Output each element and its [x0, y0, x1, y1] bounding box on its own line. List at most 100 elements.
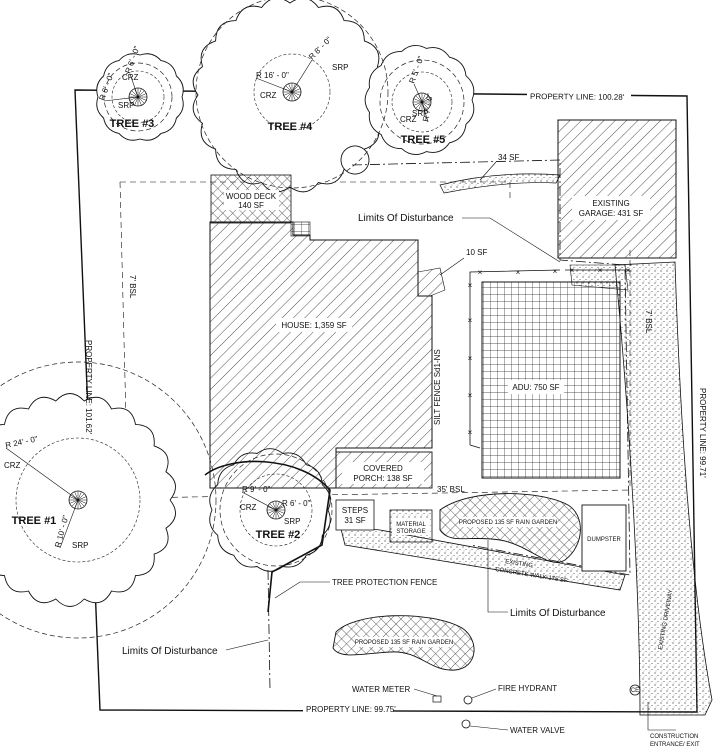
tree2-srp-ring — [239, 473, 313, 547]
silt-fence: × × × × × × × × × × × SILT FENCE Sd1-NS — [433, 266, 631, 449]
steps-area: 31 SF — [344, 516, 365, 525]
house: HOUSE: 1,359 SF — [209, 221, 433, 489]
rain-garden-upper-label: PROPOSED 135 SF RAIN GARDEN — [459, 520, 557, 526]
canopy-outline — [340, 145, 370, 175]
tree-fence-label: TREE PROTECTION FENCE — [332, 578, 437, 587]
adu-label: ADU: 750 SF — [512, 383, 559, 392]
tree5-srp-text: SRP — [412, 109, 428, 118]
silt-fence-marker-icon: × — [468, 281, 473, 290]
property-line-top: PROPERTY LINE: 100.28' — [530, 92, 625, 102]
silt-fence-marker-icon: × — [553, 267, 558, 276]
tree4-srp-ring — [253, 53, 331, 131]
adu: ADU: 750 SF — [481, 281, 621, 479]
construction-label-1: CONSTRUCTION — [650, 734, 698, 740]
tree-canopies — [0, 0, 475, 607]
tree1-srp-text: SRP — [72, 541, 88, 550]
lod-left-label: Limits Of Disturbance — [122, 646, 218, 657]
property-line-labels: PROPERTY LINE: 100.28' PROPERTY LINE: 10… — [84, 91, 707, 714]
porch-area: PORCH: 138 SF — [353, 474, 412, 483]
silt-fence-marker-icon: × — [570, 266, 575, 275]
callouts: Limits Of Disturbance Limits Of Disturba… — [122, 213, 700, 748]
garage-label: EXISTING — [592, 199, 629, 208]
water-valve-label: WATER VALVE — [510, 726, 565, 735]
tree1-crz-ring — [0, 361, 217, 639]
lod-mid-label: Limits Of Disturbance — [510, 608, 606, 619]
property-line-bottom: PROPERTY LINE: 99.75' — [306, 705, 396, 714]
ce-symbol — [629, 684, 641, 696]
tree4-crz-radius: R 16' - 0" — [256, 71, 289, 80]
silt-fence-marker-icon: × — [468, 391, 473, 400]
silt-fence-marker-icon: × — [516, 268, 521, 277]
existing-garage: EXISTING GARAGE: 431 SF — [557, 119, 677, 259]
tree4-label: TREE #4 — [268, 121, 314, 133]
fire-hydrant-symbol — [463, 695, 473, 705]
tree2-crz-text: CRZ — [240, 503, 257, 512]
tree3-srp-text: SRP — [118, 101, 134, 110]
material-storage: MATERIAL STORAGE — [389, 509, 433, 543]
bsl-right: 7' BSL — [644, 310, 653, 334]
walk-label-1: EXISTING — [505, 559, 534, 569]
tree5-crz-text: CRZ — [400, 115, 417, 124]
silt-fence-marker-icon: × — [468, 354, 473, 363]
tree5-crz-ring — [379, 59, 465, 145]
area-10sf-label: 10 SF — [466, 248, 487, 257]
steps-label: STEPS — [342, 506, 368, 515]
construction-label-2: ENTRANCE/ EXIT — [650, 742, 700, 748]
silt-fence-label: SILT FENCE Sd1-NS — [433, 349, 442, 425]
bsl-left: 7' BSL — [128, 275, 137, 299]
wood-deck: WOOD DECK 140 SF — [210, 174, 292, 224]
fire-hydrant-label: FIRE HYDRANT — [498, 684, 557, 693]
silt-fence-marker-icon: × — [478, 268, 483, 277]
silt-fence-marker-icon: × — [468, 428, 473, 437]
rain-garden-lower-label: PROPOSED 135 SF RAIN GARDEN — [355, 640, 453, 646]
water-valve-symbol — [461, 719, 471, 729]
tree1-srp-ring — [15, 437, 141, 563]
tree4-crz-ring — [195, 0, 389, 189]
covered-porch: COVERED PORCH: 138 SF — [335, 451, 433, 489]
porch-label: COVERED — [363, 464, 403, 473]
tree3-crz-ring — [103, 62, 173, 132]
silt-fence-marker-icon: × — [626, 266, 631, 275]
property-line-right: PROPERTY LINE: 99.71' — [698, 388, 707, 478]
area-10sf: 10 SF — [417, 248, 487, 297]
water-meter-label: WATER METER — [352, 685, 410, 694]
dumpster: DUMPSTER — [581, 504, 627, 572]
water-meter-symbol — [432, 695, 442, 703]
tree4-srp-text: SRP — [332, 63, 348, 72]
bsl-rear: 35' BSL — [437, 485, 465, 494]
tree4-crz-text: CRZ — [260, 91, 277, 100]
area-34sf: 34 SF — [498, 153, 519, 162]
ce-label: CE — [631, 688, 639, 694]
tree1-crz-text: CRZ — [4, 461, 21, 470]
strip-34sf: 34 SF — [439, 153, 561, 194]
tree2-label: TREE #2 — [256, 529, 301, 541]
tree5-label: TREE #5 — [401, 134, 446, 146]
tree2-crz-ring — [219, 453, 333, 567]
steps: STEPS 31 SF — [335, 499, 375, 531]
tree2-crz-radius: R 9' - 0" — [242, 485, 271, 494]
garage-area: GARAGE: 431 SF — [579, 209, 644, 218]
tree3-crz-text: CRZ — [122, 73, 139, 82]
tree1-label: TREE #1 — [12, 515, 57, 527]
lod-top-label: Limits Of Disturbance — [358, 213, 454, 224]
wood-deck-label: WOOD DECK — [226, 192, 277, 201]
storage-label-2: STORAGE — [396, 529, 425, 535]
silt-fence-marker-icon: × — [598, 266, 603, 275]
rain-garden-upper: PROPOSED 135 SF RAIN GARDEN — [439, 493, 581, 563]
tree3-srp-ring — [111, 70, 165, 124]
property-line-left: PROPERTY LINE: 101.62' — [84, 340, 93, 435]
wood-deck-area: 140 SF — [238, 201, 264, 210]
setback-labels: 7' BSL 7' BSL 35' BSL — [128, 275, 653, 494]
canopy-outline — [0, 393, 176, 607]
dumpster-label: DUMPSTER — [587, 537, 621, 543]
tree5-srp-ring — [391, 71, 453, 133]
rain-garden-lower: PROPOSED 135 SF RAIN GARDEN — [332, 615, 475, 671]
storage-label-1: MATERIAL — [396, 522, 426, 528]
silt-fence-marker-icon: × — [468, 316, 473, 325]
tree3-label: TREE #3 — [110, 118, 155, 130]
tree3-trunk-icon — [128, 87, 148, 107]
